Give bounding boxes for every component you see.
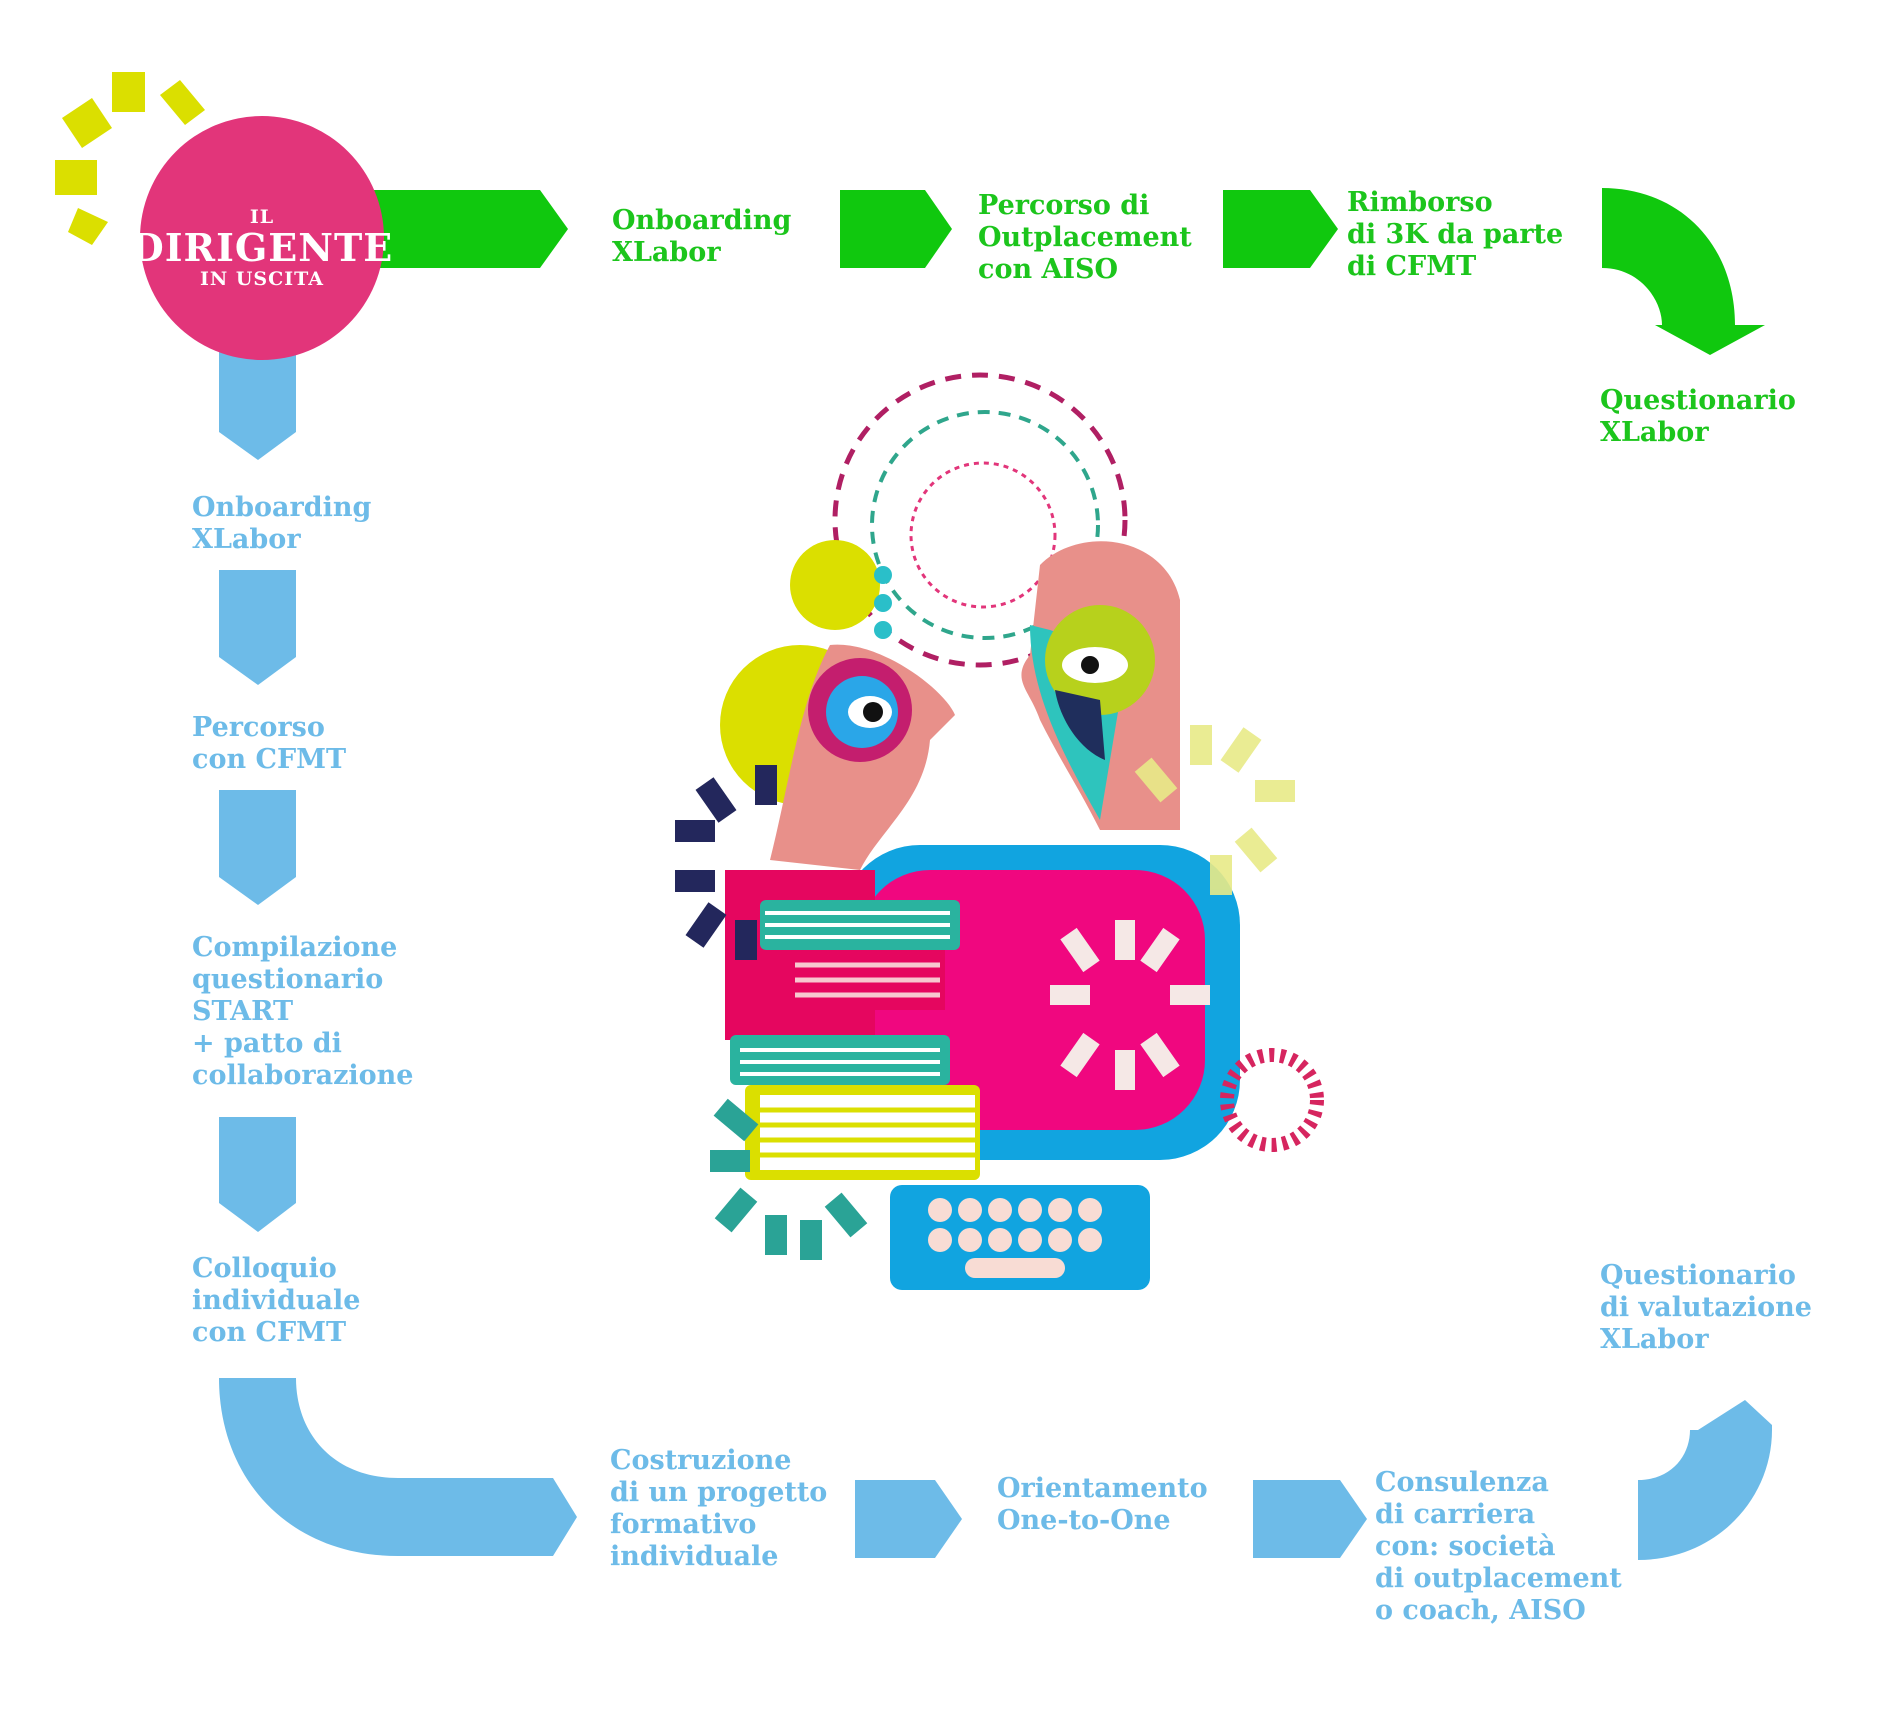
blue-step-1: Onboarding XLabor <box>192 492 372 555</box>
center-illustration <box>675 372 1324 1290</box>
green-step-1: Onboarding XLabor <box>612 205 792 268</box>
hub-line-3: IN USCITA <box>199 268 324 290</box>
blue-arrow-4 <box>219 1117 296 1232</box>
blue-arrow-5 <box>855 1480 962 1558</box>
blue-step-3: Compilazione questionario START + patto … <box>192 932 414 1091</box>
blue-step-4: Colloquio individuale con CFMT <box>192 1253 361 1348</box>
hub-title: IL DIRIGENTE IN USCITA <box>131 133 392 363</box>
blue-curve-arrow <box>219 1378 577 1556</box>
hub-circle <box>140 116 384 360</box>
blue-arrow-3 <box>219 790 296 905</box>
green-step-2: Percorso di Outplacement con AISO <box>978 190 1192 285</box>
hub-line-1: IL <box>249 206 275 228</box>
blue-arrow-1 <box>219 345 296 460</box>
sun-rays-icon <box>55 72 205 245</box>
blue-path <box>219 345 1772 1560</box>
green-arrow-1 <box>370 190 568 268</box>
green-step-3: Rimborso di 3K da parte di CFMT <box>1347 187 1564 282</box>
green-curve-arrow <box>1602 188 1765 355</box>
blue-step-2: Percorso con CFMT <box>192 712 347 775</box>
green-arrow-3 <box>1223 190 1338 268</box>
blue-step-7: Consulenza di carriera con: società di o… <box>1375 1467 1622 1626</box>
blue-arrow-2 <box>219 570 296 685</box>
hub-line-2: DIRIGENTE <box>130 225 394 270</box>
blue-curve-arrow-up <box>1638 1400 1772 1560</box>
blue-step-5: Costruzione di un progetto formativo ind… <box>610 1445 828 1572</box>
blue-step-8: Questionario di valutazione XLabor <box>1600 1260 1812 1355</box>
blue-arrow-6 <box>1253 1480 1367 1558</box>
blue-step-6: Orientamento One-to-One <box>997 1473 1208 1536</box>
green-path <box>370 188 1765 355</box>
green-arrow-2 <box>840 190 952 268</box>
green-step-4: Questionario XLabor <box>1600 385 1796 448</box>
